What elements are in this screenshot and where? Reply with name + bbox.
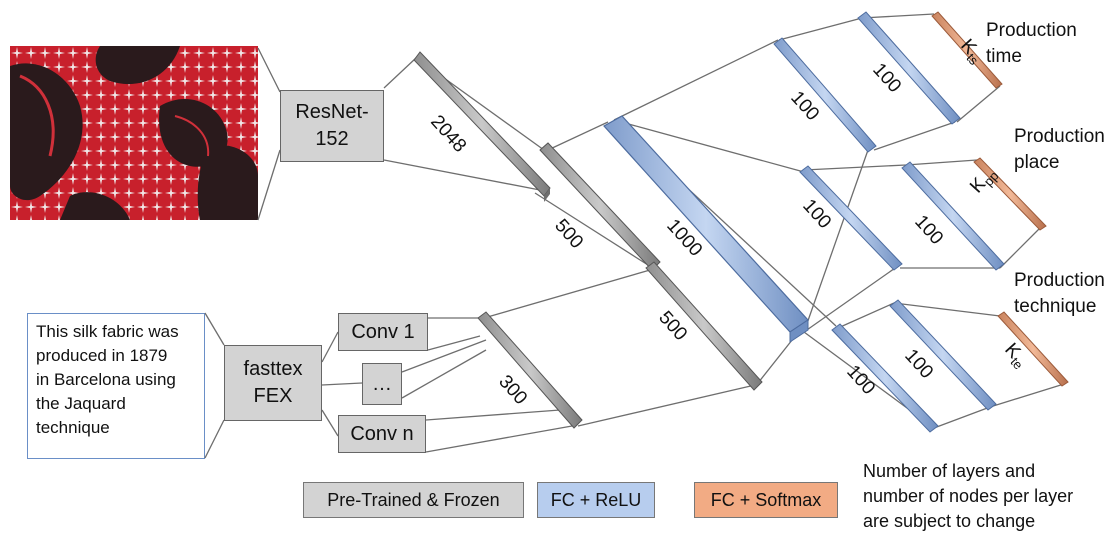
- fabric-image: [10, 46, 258, 220]
- caption-line: technique: [36, 418, 110, 437]
- layer-label-pp-100b: 100: [910, 211, 947, 249]
- layer-label-2048: 2048: [426, 111, 470, 156]
- conv-1-block: Conv 1: [338, 313, 428, 351]
- ts-100a-bar: [773, 37, 877, 153]
- conv-1-label: Conv 1: [351, 321, 415, 343]
- fasttex-line1: fasttex: [243, 358, 303, 380]
- image-caption-box: This silk fabric was produced in 1879 in…: [27, 313, 205, 459]
- resnet-152-block: ResNet- 152: [280, 90, 384, 162]
- output-technique-line2: technique: [1014, 296, 1096, 317]
- legend-fc-relu: FC + ReLU: [537, 482, 655, 518]
- note-line: number of nodes per layer: [863, 486, 1074, 506]
- layer-500a-bar: [539, 142, 661, 271]
- layer-300-bar: [477, 311, 583, 429]
- output-technique-line1: Production: [1014, 270, 1105, 291]
- pp-softmax-bar: [973, 157, 1047, 231]
- legend-fc-relu-label: FC + ReLU: [550, 490, 642, 510]
- output-place-line2: place: [1014, 152, 1059, 173]
- legend-fc-softmax: FC + Softmax: [694, 482, 838, 518]
- conv-dots-block: …: [362, 363, 402, 405]
- conv-dots-label: …: [372, 373, 392, 395]
- conv-n-label: Conv n: [350, 423, 414, 445]
- output-time-line1: Production: [986, 20, 1077, 41]
- layer-500b-bar: [645, 261, 763, 391]
- caption-line: in Barcelona using: [36, 370, 176, 389]
- caption-line: the Jaquard: [36, 394, 126, 413]
- fasttex-line2: FEX: [253, 385, 293, 407]
- pp-100a-bar: [799, 165, 903, 271]
- ts-100b-bar: [857, 11, 961, 125]
- resnet-line1: ResNet-: [295, 101, 369, 123]
- layer-label-300: 300: [494, 371, 531, 409]
- legend-frozen-label: Pre-Trained & Frozen: [327, 490, 500, 510]
- connections: [204, 13, 1065, 459]
- layer-label-500a: 500: [550, 215, 587, 253]
- caption-line: produced in 1879: [36, 346, 168, 365]
- note-line: are subject to change: [863, 511, 1036, 531]
- pp-100b-bar: [901, 161, 1005, 271]
- output-time-line2: time: [986, 46, 1022, 67]
- te-100b-bar: [889, 299, 997, 411]
- resnet-line2: 152: [315, 128, 349, 150]
- legend-frozen: Pre-Trained & Frozen: [303, 482, 524, 518]
- note-line: Number of layers and: [863, 461, 1036, 481]
- fasttex-fex-block: fasttex FEX: [224, 345, 322, 421]
- fabric-pattern: [10, 46, 258, 220]
- ts-softmax-bar: [931, 11, 1003, 89]
- caption-line: This silk fabric was: [36, 322, 179, 341]
- conv-n-block: Conv n: [338, 415, 426, 453]
- te-softmax-bar: [997, 311, 1069, 387]
- te-100a-bar: [831, 323, 939, 433]
- layer-1000-bar: [603, 115, 809, 343]
- layer-2048-bar: [413, 51, 551, 202]
- output-place-line1: Production: [1014, 126, 1105, 147]
- layer-label-te-100b: 100: [900, 345, 937, 383]
- legend-fc-softmax-label: FC + Softmax: [710, 490, 822, 510]
- change-note: Number of layers and number of nodes per…: [863, 459, 1113, 534]
